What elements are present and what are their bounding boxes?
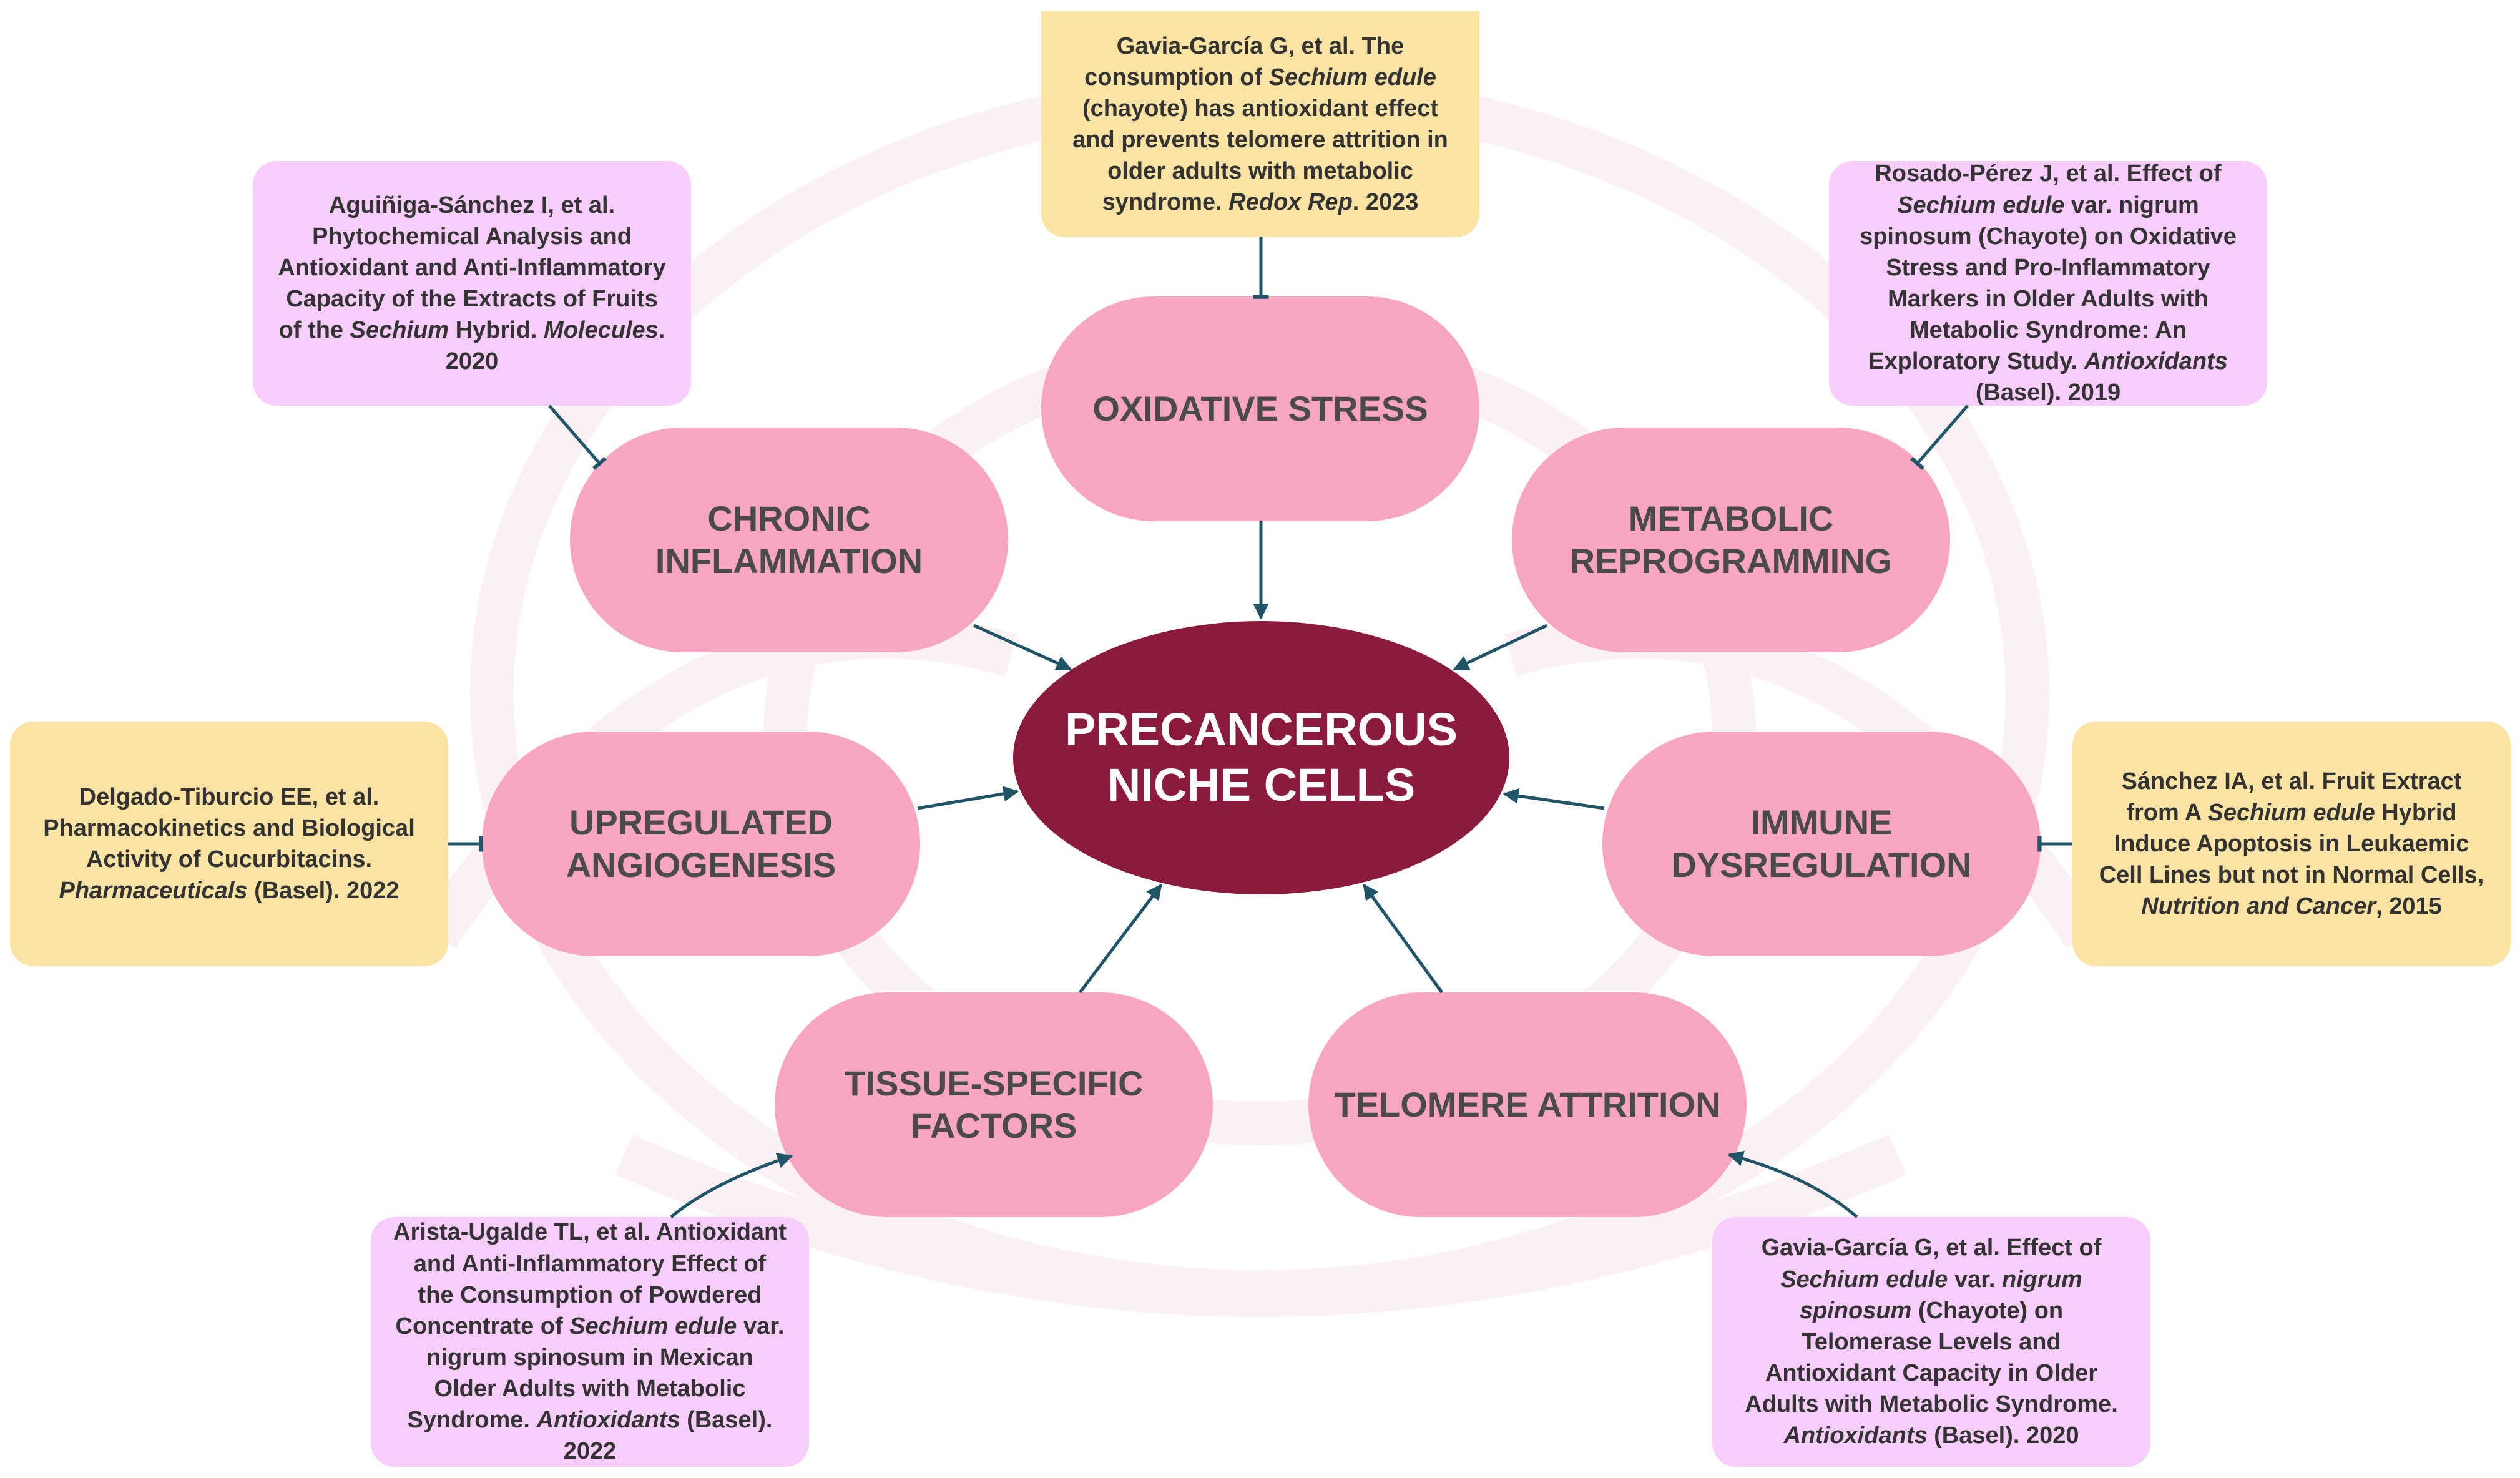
reference-text-segment: Redox Rep: [1228, 189, 1353, 216]
reference-text-segment: Sechium: [350, 317, 449, 344]
reference-sanchez-2015-text: Sánchez IA, et al. Fruit Extract from A …: [2095, 766, 2488, 923]
node-upregulated-angiogenesis: UPREGULATED ANGIOGENESIS: [482, 732, 920, 956]
center-line2: NICHE CELLS: [1107, 759, 1416, 811]
reference-aguiniga-2020-text: Aguiñiga-Sánchez I, et al. Phytochemical…: [275, 190, 669, 378]
node-chronic-inflammation-line2: INFLAMMATION: [655, 541, 923, 580]
reference-text-segment: (Basel). 2022: [563, 1407, 773, 1465]
reference-text-segment: Sechium edule: [569, 1313, 737, 1339]
node-oxidative-stress-label: OXIDATIVE STRESS: [1092, 388, 1428, 428]
reference-text-segment: Delgado-Tiburcio EE, et al. Pharmacokine…: [43, 783, 415, 873]
reference-text-segment: var. nigrum spinosum in Mexican Older Ad…: [407, 1313, 785, 1434]
reference-delgado-2022: Delgado-Tiburcio EE, et al. Pharmacokine…: [10, 722, 448, 966]
precancerous-niche-cells: PRECANCEROUS NICHE CELLS: [1013, 621, 1509, 894]
reference-text-segment: (Chayote) on Telomerase Levels and Antio…: [1745, 1297, 2118, 1418]
reference-text-segment: Molecules: [544, 317, 659, 344]
reference-delgado-2022-text: Delgado-Tiburcio EE, et al. Pharmacokine…: [32, 781, 426, 907]
node-chronic-inflammation-line1: CHRONIC: [707, 498, 871, 538]
node-immune-dysregulation-line2: DYSREGULATION: [1671, 845, 1972, 884]
reference-text-segment: . 2023: [1352, 189, 1419, 216]
reference-text-segment: Sechium edule: [1780, 1266, 1948, 1293]
reference-gavia-2023: Gavia-García G, et al. The consumption o…: [1041, 11, 1479, 237]
node-chronic-inflammation: CHRONIC INFLAMMATION: [570, 428, 1008, 652]
reference-text-segment: Hybrid.: [449, 317, 544, 344]
reference-text-segment: Sánchez IA, et al. Fruit Extract from A: [2121, 768, 2462, 826]
reference-arista-2022-text: Arista-Ugalde TL, et al. Antioxidant and…: [393, 1216, 787, 1467]
reference-text-segment: Rosado-Pérez J, et al. Effect of: [1875, 160, 2222, 187]
reference-text-segment: (Basel). 2019: [1975, 379, 2121, 406]
reference-arista-2022: Arista-Ugalde TL, et al. Antioxidant and…: [371, 1217, 809, 1467]
reference-text-segment: nigrum spinosum: [1799, 1266, 2082, 1324]
node-metabolic-reprogramming: METABOLIC REPROGRAMMING: [1512, 428, 1950, 652]
node-upregulated-angiogenesis-line1: UPREGULATED: [569, 802, 833, 842]
center-line1: PRECANCEROUS: [1064, 703, 1458, 756]
reference-sanchez-2015: Sánchez IA, et al. Fruit Extract from A …: [2072, 722, 2511, 966]
node-immune-dysregulation: IMMUNE DYSREGULATION: [1602, 732, 2041, 956]
reference-text-segment: Antioxidants: [2084, 348, 2228, 375]
reference-text-segment: (Basel). 2020: [1927, 1422, 2079, 1449]
reference-aguiniga-2020: Aguiñiga-Sánchez I, et al. Phytochemical…: [253, 161, 691, 406]
node-tissue-specific-factors: TISSUE-SPECIFIC FACTORS: [775, 992, 1213, 1217]
reference-text-segment: Pharmaceuticals: [59, 878, 248, 904]
reference-text-segment: Sechium edule: [2207, 799, 2375, 826]
node-immune-dysregulation-line1: IMMUNE: [1750, 802, 1893, 842]
reference-text-segment: Gavia-García G, et al. The consumption o…: [1084, 32, 1405, 91]
reference-text-segment: Antioxidants: [536, 1407, 680, 1434]
reference-text-segment: Hybrid Induce Apoptosis in Leukaemic Cel…: [2099, 799, 2484, 889]
node-metabolic-reprogramming-line2: REPROGRAMMING: [1569, 541, 1893, 580]
node-telomere-attrition-label: TELOMERE ATTRITION: [1334, 1084, 1721, 1124]
reference-text-segment: Sechium edule: [1268, 64, 1436, 91]
reference-rosado-2019-text: Rosado-Pérez J, et al. Effect of Sechium…: [1851, 158, 2245, 408]
reference-text-segment: Sechium edule: [1897, 192, 2065, 218]
reference-text-segment: Antioxidants: [1783, 1422, 1928, 1449]
reference-text-segment: Aguiñiga-Sánchez I, et al. Phytochemical…: [278, 192, 666, 344]
reference-gavia-2020: Gavia-García G, et al. Effect of Sechium…: [1712, 1217, 2150, 1467]
reference-gavia-2023-text: Gavia-García G, et al. The consumption o…: [1064, 31, 1457, 218]
reference-text-segment: var.: [1948, 1266, 2003, 1293]
node-tissue-specific-factors-line1: TISSUE-SPECIFIC: [844, 1063, 1144, 1103]
node-tissue-specific-factors-line2: FACTORS: [910, 1106, 1077, 1145]
node-oxidative-stress: OXIDATIVE STRESS: [1041, 296, 1479, 521]
reference-text-segment: Gavia-García G, et al. Effect of: [1761, 1235, 2102, 1261]
node-metabolic-reprogramming-line1: METABOLIC: [1628, 498, 1834, 538]
reference-rosado-2019: Rosado-Pérez J, et al. Effect of Sechium…: [1829, 158, 2267, 408]
node-upregulated-angiogenesis-line2: ANGIOGENESIS: [566, 845, 836, 884]
reference-text-segment: (Basel). 2022: [247, 878, 400, 904]
reference-text-segment: (chayote) has antioxidant effect and pre…: [1072, 95, 1448, 216]
reference-text-segment: , 2015: [2376, 893, 2442, 920]
reference-gavia-2020-text: Gavia-García G, et al. Effect of Sechium…: [1735, 1232, 2128, 1451]
reference-text-segment: Arista-Ugalde TL, et al. Antioxidant and…: [393, 1219, 787, 1339]
reference-text-segment: . 2020: [445, 317, 665, 375]
node-telomere-attrition: TELOMERE ATTRITION: [1308, 992, 1747, 1217]
reference-text-segment: Nutrition and Cancer: [2141, 893, 2376, 920]
reference-text-segment: var. nigrum spinosum (Chayote) on Oxidat…: [1860, 192, 2237, 375]
